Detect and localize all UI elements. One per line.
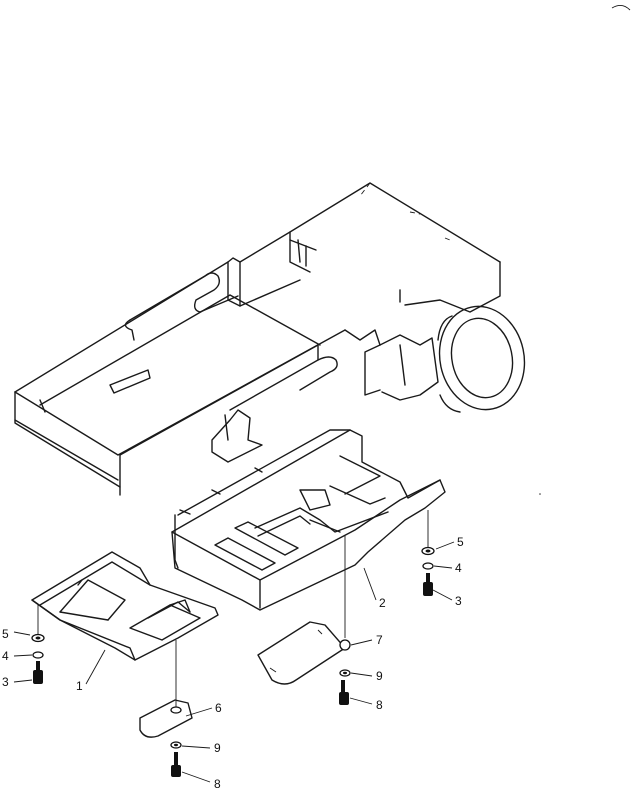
callout-8-center: 8 <box>214 777 221 789</box>
callout-4-left: 4 <box>2 649 9 663</box>
cover-plate-2 <box>171 429 446 611</box>
exploded-leader-lines <box>37 510 429 708</box>
callout-9-right: 9 <box>376 669 383 683</box>
callout-3-left: 3 <box>2 675 9 689</box>
callout-4-right: 4 <box>455 561 462 575</box>
flange-ring-inner <box>450 317 514 399</box>
hardware-center-right-stack <box>339 639 351 705</box>
callout-5-left: 5 <box>2 627 9 641</box>
callout-5-right: 5 <box>457 535 464 549</box>
main-frame <box>14 182 526 496</box>
corner-mark <box>611 5 631 11</box>
flange-ring-outer <box>438 305 526 411</box>
callout-3-right: 3 <box>455 594 462 608</box>
speck <box>539 493 541 495</box>
callout-leaders <box>13 541 455 783</box>
cover-7 <box>257 621 346 685</box>
hardware-left-stack <box>31 633 45 684</box>
cover-6 <box>139 699 193 738</box>
callout-9-center: 9 <box>214 741 221 755</box>
guard-1 <box>31 551 219 661</box>
hardware-center-left-stack <box>170 706 182 777</box>
callout-8-right: 8 <box>376 698 383 712</box>
callout-2: 2 <box>379 596 386 610</box>
hardware-right-stack <box>421 546 435 596</box>
callout-1: 1 <box>76 679 83 693</box>
callout-6: 6 <box>215 701 222 715</box>
callout-7: 7 <box>376 633 383 647</box>
